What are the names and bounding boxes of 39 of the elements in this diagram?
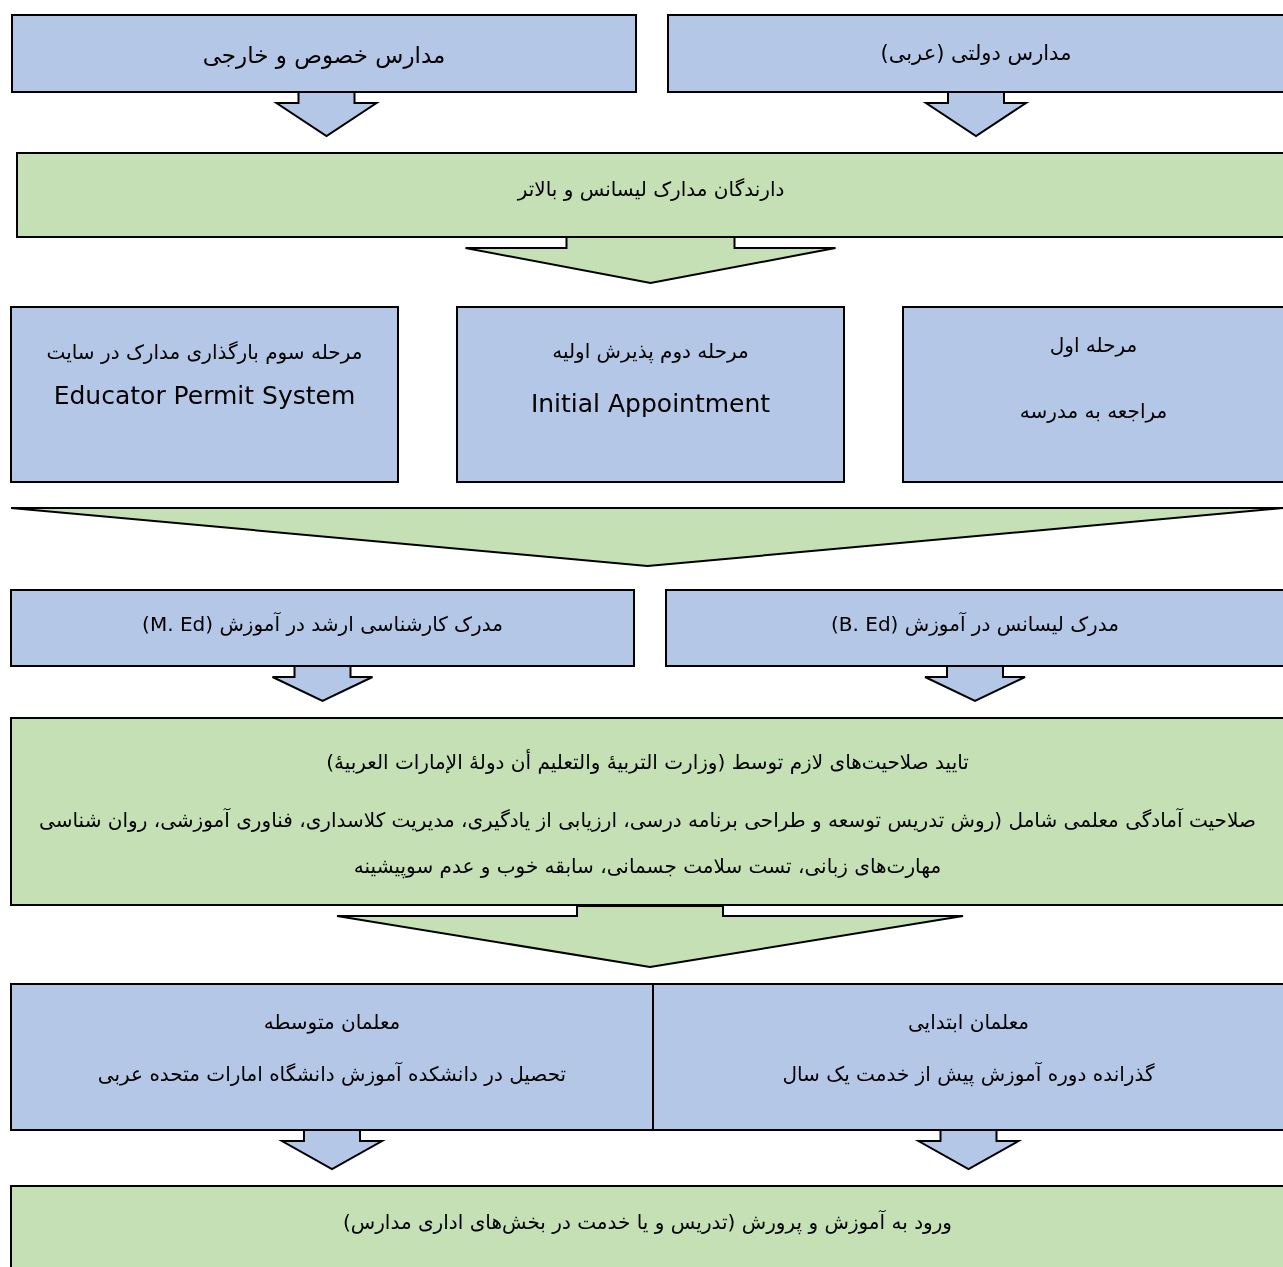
block-arrow [273, 92, 380, 138]
process-box [10, 306, 399, 483]
box-heading: مرحله اول [1049, 332, 1138, 359]
process-box [456, 306, 845, 483]
process-box [10, 1185, 1283, 1267]
box-text: مدارس خصوص و خارجی [202, 41, 446, 71]
block-arrow [464, 237, 837, 284]
block-arrow [924, 666, 1026, 703]
chevron-arrow-shape [10, 507, 1283, 567]
box-heading: معلمان متوسطه [263, 1009, 401, 1036]
box-text: مراجعه به مدرسه [1019, 398, 1168, 425]
process-box [10, 717, 1283, 906]
box-text: گذرانده دوره آموزش پیش از خدمت یک سال [782, 1061, 1155, 1089]
block-arrow [278, 1130, 386, 1171]
process-box [902, 306, 1283, 483]
box-text: تحصیل در دانشکده آموزش دانشگاه امارات متحده عربی [97, 1061, 567, 1088]
box-text: Initial Appointment [530, 388, 771, 420]
process-box [11, 14, 637, 93]
block-arrow [271, 666, 374, 703]
box-heading: معلمان ابتدایی [907, 1009, 1030, 1036]
box-text: مدارس دولتی (عربی) [880, 40, 1072, 67]
process-box [16, 152, 1283, 238]
process-box [667, 14, 1283, 93]
process-box [665, 589, 1283, 667]
box-text: مدرک کارشناسی ارشد در آموزش (M. Ed) [142, 611, 503, 638]
box-text: Educator Permit System [53, 380, 356, 412]
box-text: ورود به آموزش و پرورش (تدریس و یا خدمت در بخش‌های اداری مدارس) [342, 1209, 953, 1237]
chevron-arrow-shape [336, 905, 964, 968]
box-text: مدرک لیسانس در آموزش (B. Ed) [831, 611, 1119, 638]
box-text: دارندگان مدارک لیسانس و بالاتر [517, 176, 785, 203]
block-arrow [914, 1130, 1023, 1171]
box-heading: تایید صلاحیت‌های لازم توسط (وزارت التربیۀ والتعلیم أن دولۀ الإمارات العربیۀ) [326, 748, 969, 776]
box-text: صلاحیت آمادگی معلمی شامل (روش تدریس توسعه و طراحی برنامه درسی، ارزیابی از یادگیری، مدیریت کلاسداری، فناوری آموزشی، روان شناسی مهارت‌های زبانی، تست سلامت جسمانی، سابقه خوب و عدم سوپیشینه [38, 807, 1257, 881]
block-arrow [922, 92, 1030, 138]
process-box [10, 983, 654, 1131]
box-heading: مرحله دوم پذیرش اولیه [552, 338, 749, 366]
process-box [652, 983, 1283, 1131]
box-heading: مرحله سوم بارگذاری مدارک در سایت [46, 339, 363, 366]
process-box [10, 589, 635, 667]
